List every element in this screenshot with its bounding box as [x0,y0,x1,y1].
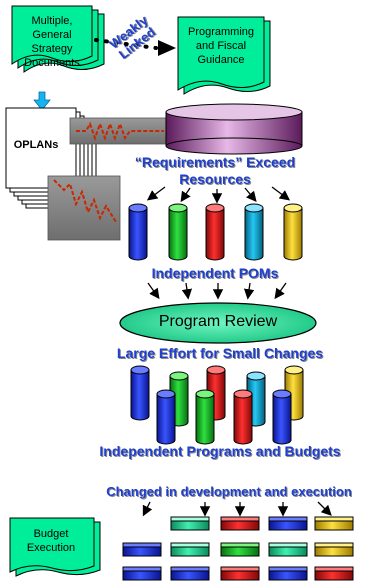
program-cylinder-blue-0 [130,365,150,421]
requirement-cylinder-cyan [244,203,264,261]
program-cylinder-red-7 [233,389,253,445]
requirement-cylinder-yellow [283,203,303,261]
fan-out-arrows-top [146,186,291,204]
budget-disk-blue-2 [268,516,308,531]
requirements-exceed-label: “Requirements” Exceed Resources [134,154,296,187]
requirement-cylinder-green [168,203,188,261]
execution-arrows [142,501,332,517]
budget-disk-teal-0 [170,516,210,531]
program-cylinders [130,365,304,445]
programming-guidance-label: Programming and Fiscal Guidance [187,26,255,66]
requirement-cylinder-blue [128,203,148,261]
budget-execution-label: Budget Execution [26,528,76,554]
budget-disk-blue-9 [122,566,162,581]
converge-arrows [147,282,287,300]
program-cylinder-blue-8 [272,389,292,445]
budget-disk-blue-12 [268,566,308,581]
strategy-documents-box [11,5,105,73]
down-arrow-icon [33,91,51,111]
requirement-cylinder-red [205,203,225,261]
budget-disk-teal-7 [268,542,308,557]
budget-disk-blue-4 [122,542,162,557]
changed-in-development-label: Changed in development and execution [106,484,352,499]
program-review-label: Program Review [158,313,278,330]
strategy-documents-label: Multiple, General Strategy Documents [24,15,80,69]
programming-guidance-box [177,16,271,95]
program-cylinder-blue-5 [156,389,176,445]
budget-disk-yellow-8 [314,542,354,557]
requirements-cylinders [128,203,303,261]
oplan-link-lower [47,175,121,241]
budget-disk-blue-10 [170,566,210,581]
oplans-label: OPLANs [13,139,59,151]
program-cylinder-green-6 [195,389,215,445]
independent-poms-label: Independent POMs [151,265,279,281]
oplan-link-upper [69,117,169,145]
budget-disk-green-6 [220,542,260,557]
budget-disk-yellow-3 [314,516,354,531]
budget-disk-red-11 [220,566,260,581]
budget-disk-teal-5 [170,542,210,557]
resources-tank [165,103,303,155]
program-review-ellipse [119,302,317,344]
budget-execution-box [9,517,101,577]
independent-programs-label: Independent Programs and Budgets [99,443,341,459]
budget-disk-red-1 [220,516,260,531]
large-effort-label: Large Effort for Small Changes [116,345,324,361]
budget-disks [122,516,354,581]
weakly-linked-connector [94,38,176,56]
budget-disk-red-13 [314,566,354,581]
